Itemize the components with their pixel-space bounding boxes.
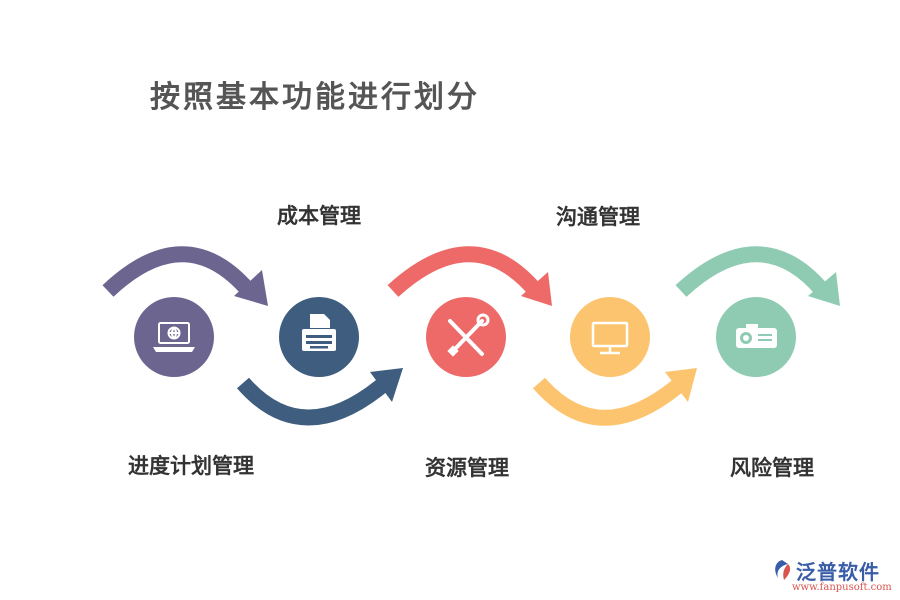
flow-arrow-1 bbox=[102, 246, 255, 297]
step-3-node bbox=[426, 297, 506, 377]
step-4-node bbox=[570, 297, 650, 377]
logo-mark-icon bbox=[775, 560, 791, 580]
step-2-label: 成本管理 bbox=[277, 204, 361, 228]
laptop-icon bbox=[153, 322, 195, 352]
page-title: 按照基本功能进行划分 bbox=[150, 80, 480, 115]
step-3-label: 资源管理 bbox=[425, 456, 509, 480]
logo-name: 泛普软件 bbox=[796, 560, 880, 584]
flow-arrow-4 bbox=[532, 377, 686, 426]
typewriter-icon bbox=[302, 314, 336, 351]
flow-arrow-5 bbox=[675, 246, 829, 297]
monitor-icon bbox=[591, 321, 629, 355]
flow-arrow-2-head bbox=[370, 368, 403, 402]
flow-arrow-4-head bbox=[665, 368, 697, 402]
step-2-node bbox=[279, 297, 359, 377]
step-4-label: 沟通管理 bbox=[556, 205, 640, 229]
projector-icon bbox=[736, 324, 777, 348]
tools-icon bbox=[447, 313, 490, 357]
flow-arrow-5-head bbox=[808, 272, 840, 306]
flow-arrow-1-head bbox=[234, 270, 268, 306]
step-5-label: 风险管理 bbox=[730, 456, 814, 480]
step-1-label: 进度计划管理 bbox=[128, 454, 254, 478]
flow-arrow-2 bbox=[236, 376, 391, 426]
step-1-node bbox=[134, 297, 214, 377]
logo-url: www.fanpusoft.com bbox=[792, 582, 892, 593]
step-5-node bbox=[716, 297, 796, 377]
flow-arrow-3 bbox=[387, 246, 542, 297]
flow-arrow-3-head bbox=[521, 272, 552, 306]
brand-logo: 泛普软件 www.fanpusoft.com bbox=[770, 556, 895, 600]
